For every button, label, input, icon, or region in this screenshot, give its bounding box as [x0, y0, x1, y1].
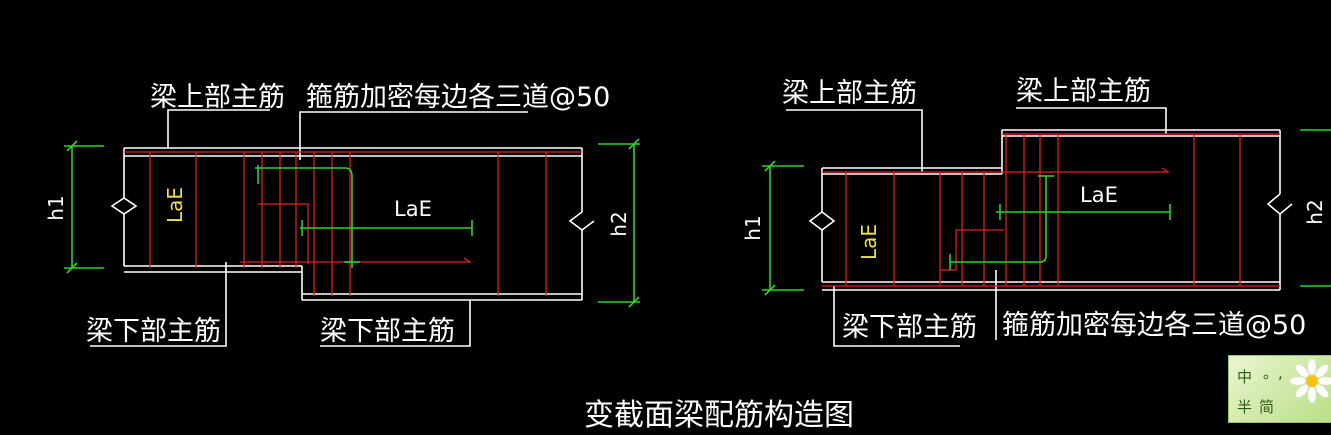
right-bend-rebar [940, 229, 1004, 271]
right-lae-vertical: LaE [857, 224, 881, 260]
dim-h2-line [598, 138, 640, 308]
daisy-icon [1289, 358, 1331, 404]
ime-punctuation-toggle[interactable]: 。, [1263, 364, 1283, 382]
ime-status-bar[interactable]: 中 。, 半 简 [1228, 355, 1331, 423]
left-stirrup-label: 箍筋加密每边各三道@50 [306, 82, 610, 113]
right-bottom-leader [833, 286, 960, 347]
right-mid-rebar [822, 167, 1171, 173]
stirrup-leader [299, 111, 528, 160]
right-dim-h2 [1300, 129, 1331, 287]
top-bar-leader [167, 109, 270, 148]
right-dim-h2-text: h2 [1303, 199, 1327, 224]
right-stirrup-label: 箍筋加密每边各三道@50 [1002, 310, 1306, 341]
left-green-bar-1 [255, 167, 353, 268]
bottom-bar-leader-1 [90, 262, 227, 347]
right-bottom-bar-label: 梁下部主筋 [842, 312, 977, 343]
right-dim-h1-text: h1 [741, 215, 765, 240]
ime-mode-toggle[interactable]: 中 [1237, 368, 1253, 386]
right-right-break [1266, 193, 1293, 216]
left-bottom-bar-label-2: 梁下部主筋 [320, 316, 455, 347]
right-top-leader-1 [786, 109, 923, 172]
right-left-break [808, 211, 836, 231]
dim-h1-line [64, 140, 104, 274]
left-stirrups [149, 152, 547, 296]
right-lae-horizontal: LaE [1080, 183, 1118, 207]
left-detail [64, 109, 640, 347]
left-lae-vertical: LaE [163, 187, 187, 223]
left-break-mark [110, 197, 138, 215]
left-bottom-bar-label-1: 梁下部主筋 [86, 316, 221, 347]
right-detail [762, 107, 1331, 347]
ime-script-toggle[interactable]: 简 [1259, 398, 1275, 416]
right-top-leader-2 [1016, 107, 1167, 134]
right-green-bar-1 [950, 176, 1047, 263]
left-bottom-rebar [240, 257, 473, 263]
left-dim-h1-text: h1 [44, 195, 68, 220]
left-bend-rebar [258, 203, 309, 264]
left-dim-h2-text: h2 [607, 211, 631, 236]
right-top-bar-label-2: 梁上部主筋 [1016, 76, 1151, 107]
left-lae-horizontal: LaE [394, 197, 432, 221]
right-stirrups [845, 134, 1241, 286]
ime-width-toggle[interactable]: 半 [1237, 398, 1253, 416]
drawing-title: 变截面梁配筋构造图 [584, 398, 854, 433]
right-dim-h1 [762, 160, 804, 296]
left-beam-outline [123, 147, 583, 301]
left-top-bar-label: 梁上部主筋 [150, 82, 285, 113]
right-top-bar-label-1: 梁上部主筋 [782, 78, 917, 109]
right-beam-outline [821, 129, 1281, 291]
right-break-mark [568, 211, 595, 231]
bottom-bar-leader-2 [320, 300, 471, 347]
